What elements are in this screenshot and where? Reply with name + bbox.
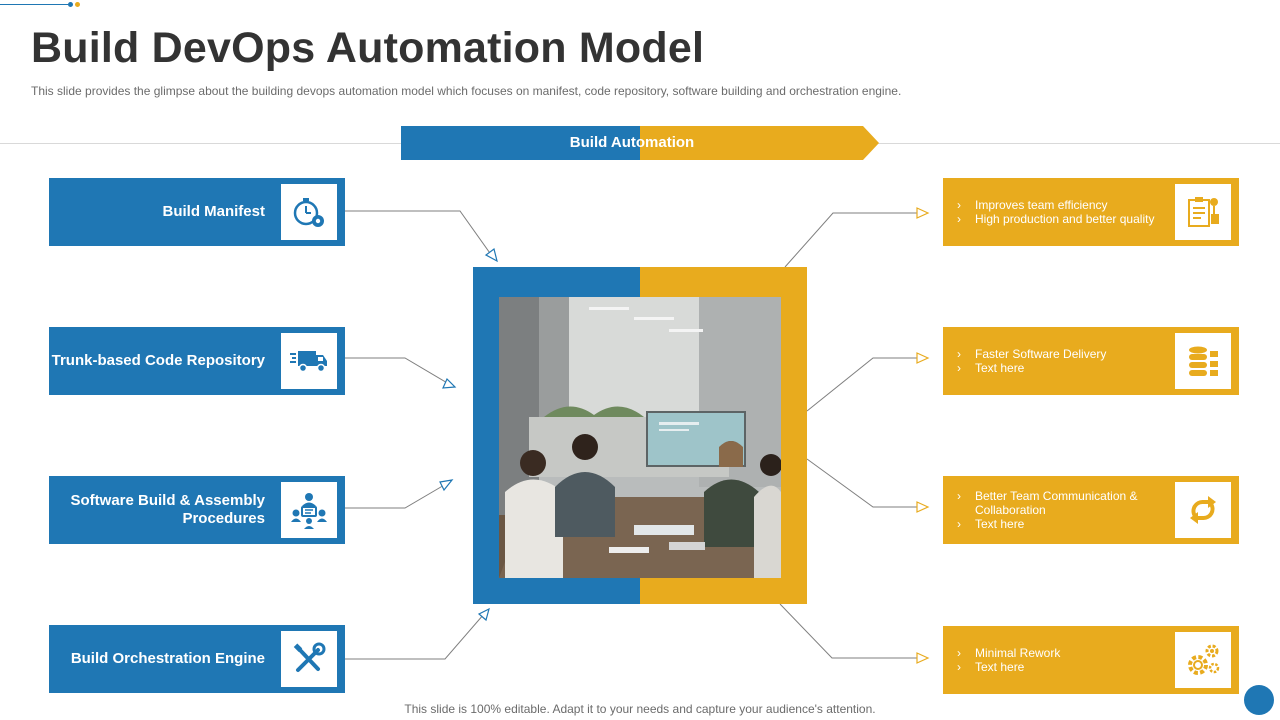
code-repository-label: Trunk-based Code Repository: [51, 352, 265, 369]
outcome-1-bullet-2: High production and better quality: [957, 212, 1167, 226]
outcome-card-2: Faster Software Delivery Text here: [943, 327, 1239, 395]
center-image-frame: [473, 267, 807, 604]
banner-label: Build Automation: [569, 134, 695, 151]
outcome-2-bullet-1: Faster Software Delivery: [957, 347, 1167, 361]
checklist-icon: [1175, 184, 1231, 240]
orchestration-engine-card: Build Orchestration Engine: [49, 625, 345, 693]
stopwatch-gear-icon: [281, 184, 337, 240]
code-repository-card: Trunk-based Code Repository: [49, 327, 345, 395]
software-build-label: Software Build & Assembly Procedures: [70, 492, 266, 527]
team-meeting-icon: [281, 482, 337, 538]
build-manifest-label: Build Manifest: [162, 203, 265, 220]
software-build-card: Software Build & Assembly Procedures: [49, 476, 345, 544]
outcome-1-bullet-1: Improves team efficiency: [957, 198, 1167, 212]
gears-icon: [1175, 632, 1231, 688]
outcome-card-4: Minimal Rework Text here: [943, 626, 1239, 694]
outcome-3-bullet-2: Text here: [957, 517, 1167, 531]
footer-note: This slide is 100% editable. Adapt it to…: [404, 702, 876, 716]
outcome-3-bullet-1: Better Team Communication & Collaboratio…: [957, 489, 1167, 517]
outcome-card-3: Better Team Communication & Collaboratio…: [943, 476, 1239, 544]
database-icon: [1175, 333, 1231, 389]
outcome-2-bullet-2: Text here: [957, 361, 1167, 375]
page-title: Build DevOps Automation Model: [31, 24, 705, 72]
delivery-truck-icon: [281, 333, 337, 389]
outcome-card-1: Improves team efficiency High production…: [943, 178, 1239, 246]
orchestration-engine-label: Build Orchestration Engine: [70, 650, 265, 667]
wrench-screwdriver-icon: [281, 631, 337, 687]
build-automation-banner: Build Automation: [401, 126, 879, 160]
outcome-4-bullet-2: Text here: [957, 660, 1167, 674]
top-decoration: [0, 2, 80, 7]
corner-dot: [1244, 685, 1274, 715]
page-subtitle: This slide provides the glimpse about th…: [31, 84, 902, 98]
outcome-4-bullet-1: Minimal Rework: [957, 646, 1167, 660]
build-manifest-card: Build Manifest: [49, 178, 345, 246]
sync-arrows-icon: [1175, 482, 1231, 538]
team-meeting-photo: [499, 297, 782, 578]
